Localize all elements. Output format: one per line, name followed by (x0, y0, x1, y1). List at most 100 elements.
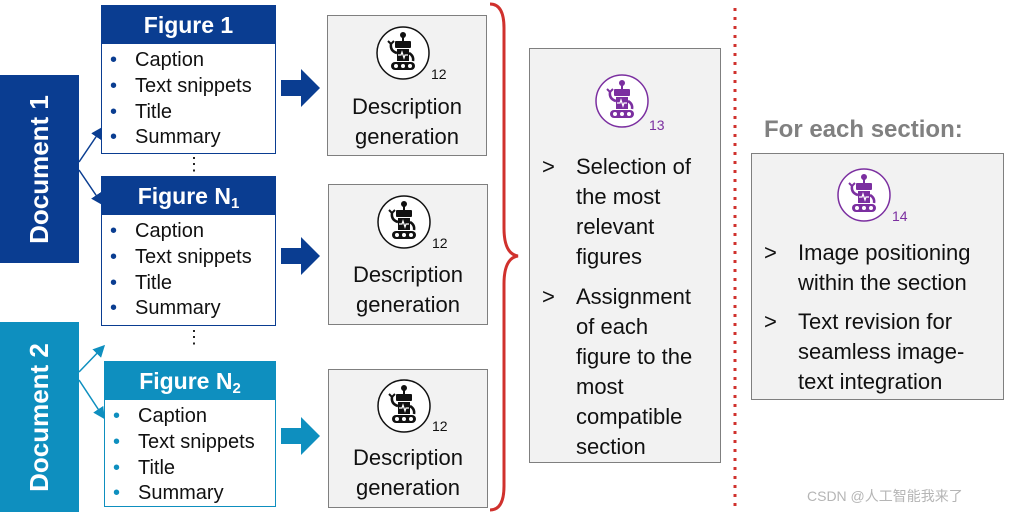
list-item: • Title (110, 271, 275, 297)
description-line-1: Description (352, 445, 464, 470)
agent-number: 12 (431, 66, 447, 82)
list-item: •Caption (110, 219, 275, 245)
robot-icon (837, 168, 891, 222)
item-text: Title (135, 271, 173, 294)
bullet-line: Selection of (576, 154, 691, 179)
list-item: •Caption (113, 404, 275, 430)
document-1-bar: Document 1 (0, 75, 79, 263)
bullet-assignment: > Assignment of each figure to the most … (542, 282, 720, 462)
bullet-line: section (576, 434, 646, 459)
per-section-bullets: > Image positioning within the section >… (764, 238, 1002, 397)
curly-brace (489, 2, 519, 512)
agent-number: 14 (892, 208, 908, 224)
description-box-2: 12 Description generation (328, 184, 488, 325)
bullet-line: of each (576, 314, 649, 339)
item-text: Title (135, 100, 173, 123)
agent-number: 12 (432, 418, 448, 434)
bullet: • (110, 271, 118, 294)
bullet-line: Text revision for (798, 309, 953, 334)
bullet: • (110, 245, 118, 268)
connector-doc2-figN2 (78, 379, 105, 420)
list-item: • Title (110, 100, 275, 126)
list-item: •Summary (113, 481, 275, 507)
watermark: CSDN @人工智能我来了 (807, 488, 963, 504)
bullet: • (113, 456, 121, 479)
description-label: Description generation (328, 92, 486, 152)
bullet-line: Image positioning (798, 240, 971, 265)
agent-number: 13 (649, 117, 665, 133)
bullet: • (113, 482, 121, 505)
bullet-line: the most (576, 184, 661, 209)
bullet: • (110, 297, 118, 320)
connector-doc1-figN1 (78, 169, 103, 206)
block-arrow-1 (281, 69, 320, 107)
list-item: • Title (113, 456, 275, 482)
chevron-right-icon: > (764, 309, 777, 334)
bullet: • (110, 220, 118, 242)
agent-number: 12 (432, 235, 448, 251)
description-line-1: Description (352, 262, 464, 287)
block-arrow-3 (281, 417, 320, 455)
bullet: • (110, 100, 118, 123)
description-label: Description generation (329, 260, 487, 320)
list-item: • Summary (110, 125, 275, 151)
selection-box: 13 > Selection of the most relevant figu… (529, 48, 721, 463)
figure-title: Figure N (137, 183, 231, 209)
robot-icon (376, 26, 430, 80)
description-line-2: generation (355, 124, 459, 149)
figure-attribute-list: •Caption • Text snippets • Title • Summary (102, 215, 275, 322)
item-text: Summary (135, 126, 221, 149)
bullet-line: most (576, 374, 624, 399)
bullet-line: figure to the (576, 344, 693, 369)
list-item: • Summary (110, 296, 275, 322)
item-text: Caption (135, 49, 204, 71)
bullet-text-revision: > Text revision for seamless image- text… (764, 307, 1002, 397)
figure-title: Figure N (139, 368, 233, 394)
list-item: • Text snippets (113, 430, 275, 456)
figure-card-n1: Figure N1 •Caption • Text snippets • Title… (101, 176, 276, 326)
list-item: •Caption (110, 48, 275, 74)
description-line-2: generation (356, 475, 460, 500)
bullet: • (113, 430, 121, 453)
bullet: • (110, 74, 118, 97)
description-label: Description generation (329, 443, 487, 503)
item-text: Text snippets (135, 245, 252, 268)
bullet-line: relevant (576, 214, 655, 239)
figure-card-header: Figure 1 (102, 6, 275, 44)
chevron-right-icon: > (542, 284, 555, 309)
figure-card-header: Figure N1 (102, 177, 275, 215)
bullet: • (110, 126, 118, 149)
list-item: •Text snippets (110, 74, 275, 100)
figure-card-header: Figure N2 (105, 362, 275, 400)
ellipsis-vertical-1: ⋮ (185, 154, 203, 174)
description-box-1: 12 Description generation (327, 15, 487, 156)
block-arrow-2 (281, 237, 320, 275)
document-2-label: Document 2 (24, 342, 54, 492)
figure-card-1: Figure 1 •Caption •Text snippets •Title … (101, 5, 276, 154)
connector-doc2-figN1 (78, 344, 106, 373)
robot-icon (377, 379, 431, 433)
figure-attribute-list: •Caption •Text snippets •Title •Summary (102, 44, 275, 151)
item-text: Title (138, 456, 176, 479)
bullet-line: Assignment (576, 284, 691, 309)
bullet-line: compatible (576, 404, 683, 429)
connector-doc1-fig1 (78, 126, 103, 163)
description-line-2: generation (356, 292, 460, 317)
bullet-line: figures (576, 244, 643, 269)
bullet-selection: > Selection of the most relevant figures (542, 152, 720, 272)
robot-icon (595, 74, 649, 128)
bullet-line: within the section (798, 270, 967, 295)
figure-subscript: 2 (232, 380, 241, 397)
bullet: • (113, 405, 121, 427)
item-text: Text snippets (138, 430, 255, 453)
description-box-3: 12 Description generation (328, 369, 488, 508)
list-item: • Text snippets (110, 245, 275, 271)
item-text: Summary (135, 297, 221, 320)
bullet-image-positioning: > Image positioning within the section (764, 238, 1002, 298)
figure-subscript: 1 (230, 195, 240, 212)
robot-icon (377, 195, 431, 249)
ellipsis-vertical-2: ⋮ (185, 327, 203, 347)
figure-title: Figure 1 (143, 12, 234, 38)
per-section-title: For each section: (764, 116, 963, 143)
